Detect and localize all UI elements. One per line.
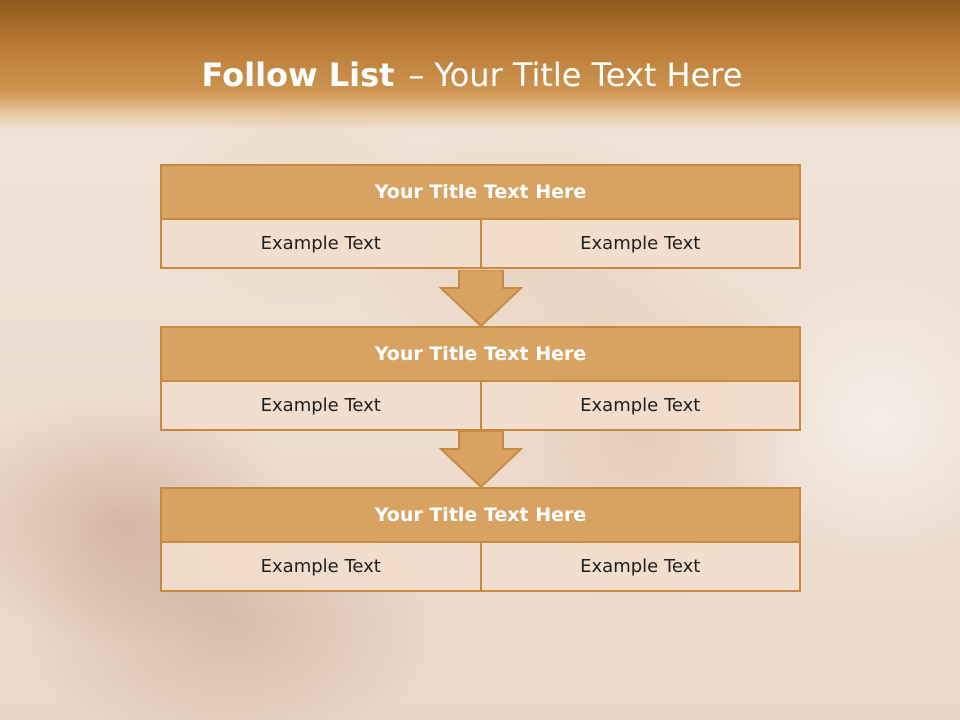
- step-title: Your Title Text Here: [160, 487, 801, 543]
- step-title: Your Title Text Here: [160, 326, 801, 382]
- step-block-2: Your Title Text Here Example Text Exampl…: [160, 326, 801, 431]
- step-left-text: Example Text: [162, 543, 480, 590]
- slide-title: Follow List–Your Title Text Here: [0, 52, 944, 98]
- step-row: Example Text Example Text: [160, 543, 801, 592]
- step-title: Your Title Text Here: [160, 164, 801, 220]
- step-block-3: Your Title Text Here Example Text Exampl…: [160, 487, 801, 592]
- step-right-text: Example Text: [479, 220, 799, 267]
- title-rest: Your Title Text Here: [434, 56, 743, 94]
- down-arrow-icon: [439, 431, 523, 489]
- step-row: Example Text Example Text: [160, 220, 801, 269]
- step-row: Example Text Example Text: [160, 382, 801, 431]
- step-right-text: Example Text: [479, 543, 799, 590]
- step-block-1: Your Title Text Here Example Text Exampl…: [160, 164, 801, 269]
- step-left-text: Example Text: [162, 382, 480, 429]
- header-band: [0, 0, 960, 130]
- title-bold: Follow List: [201, 56, 395, 94]
- title-separator: –: [408, 56, 425, 94]
- step-left-text: Example Text: [162, 220, 480, 267]
- down-arrow-icon: [439, 270, 523, 328]
- step-right-text: Example Text: [479, 382, 799, 429]
